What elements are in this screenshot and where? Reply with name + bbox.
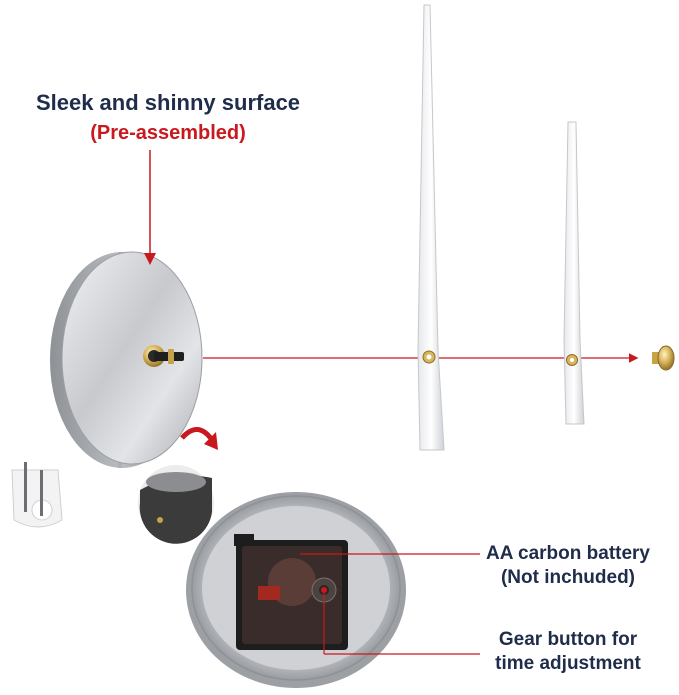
movement-tray <box>186 492 406 688</box>
clock-movement-side-view <box>50 251 203 468</box>
preassembled-subtitle: (Pre-assembled) <box>90 122 246 144</box>
battery-callout-line1: AA carbon battery <box>486 543 650 564</box>
brass-nut <box>652 345 675 371</box>
battery-callout: AA carbon battery (Not inchuded) <box>463 542 673 590</box>
back-detail-inset <box>138 465 214 544</box>
battery-callout-line2: (Not inchuded) <box>500 567 636 588</box>
gear-callout-line2: time adjustment <box>495 653 641 674</box>
hour-hand <box>563 121 585 425</box>
rotate-arrow <box>180 427 215 442</box>
wall-hook <box>11 462 63 528</box>
surface-title: Sleek and shinny surface <box>35 90 301 115</box>
gear-callout: Gear button for time adjustment <box>463 628 673 676</box>
minute-hand <box>417 4 445 451</box>
gear-callout-line1: Gear button for <box>498 629 638 650</box>
